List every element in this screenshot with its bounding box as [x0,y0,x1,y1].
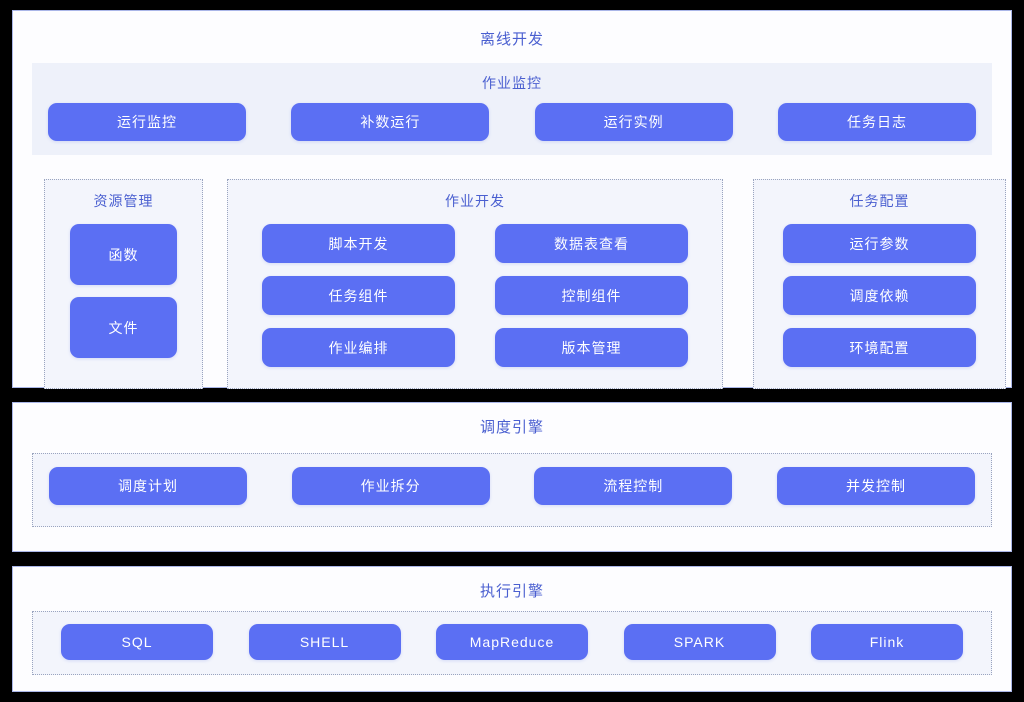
button-run-monitoring[interactable]: 运行监控 [48,103,246,141]
section-title-job-monitoring: 作业监控 [482,75,542,91]
button-backfill-run[interactable]: 补数运行 [291,103,490,141]
section-job-monitoring: 作业监控 运行监控 补数运行 运行实例 任务日志 [32,63,992,155]
scheduling-engine-container: 调度计划 作业拆分 流程控制 并发控制 [32,453,992,527]
button-script-development[interactable]: 脚本开发 [262,224,455,263]
execution-engine-button-row: SQL SHELL MapReduce SPARK Flink [33,624,991,660]
button-control-component[interactable]: 控制组件 [495,276,688,315]
button-shell[interactable]: SHELL [248,624,401,660]
job-monitoring-button-row: 运行监控 补数运行 运行实例 任务日志 [32,103,992,141]
panel-execution-engine: 执行引擎 SQL SHELL MapReduce SPARK Flink [12,566,1012,692]
section-task-configuration: 任务配置 运行参数 调度依赖 环境配置 [753,179,1006,389]
button-spark[interactable]: SPARK [623,624,776,660]
button-concurrency-control[interactable]: 并发控制 [776,467,975,505]
panel-title-offline-development: 离线开发 [479,31,544,48]
section-title-resource-management: 资源管理 [93,193,154,209]
button-flink[interactable]: Flink [811,624,963,660]
button-schedule-plan[interactable]: 调度计划 [49,467,247,505]
button-version-management[interactable]: 版本管理 [495,328,688,367]
execution-engine-container: SQL SHELL MapReduce SPARK Flink [32,611,992,675]
panel-title-execution-engine: 执行引擎 [479,583,544,600]
panel-offline-development: 离线开发 作业监控 运行监控 补数运行 运行实例 任务日志 资源管理 函数 文件… [12,10,1012,389]
button-flow-control[interactable]: 流程控制 [534,467,733,505]
button-file[interactable]: 文件 [70,297,177,358]
button-job-orchestration[interactable]: 作业编排 [262,328,455,367]
job-development-button-grid: 脚本开发 数据表查看 任务组件 控制组件 作业编排 版本管理 [228,224,722,367]
resource-management-button-stack: 函数 文件 [45,224,202,358]
button-environment-config[interactable]: 环境配置 [783,328,976,367]
panel-title-scheduling-engine: 调度引擎 [479,419,544,436]
section-job-development: 作业开发 脚本开发 数据表查看 任务组件 控制组件 作业编排 版本管理 [227,179,723,389]
button-job-split[interactable]: 作业拆分 [291,467,490,505]
section-resource-management: 资源管理 函数 文件 [44,179,203,389]
button-task-log[interactable]: 任务日志 [777,103,976,141]
button-schedule-dependency[interactable]: 调度依赖 [783,276,976,315]
button-run-instance[interactable]: 运行实例 [534,103,733,141]
button-function[interactable]: 函数 [70,224,177,285]
button-data-table-view[interactable]: 数据表查看 [495,224,688,263]
section-title-task-configuration: 任务配置 [849,193,910,209]
button-sql[interactable]: SQL [61,624,213,660]
scheduling-engine-button-row: 调度计划 作业拆分 流程控制 并发控制 [33,467,991,505]
section-title-job-development: 作业开发 [445,193,505,209]
panel-scheduling-engine: 调度引擎 调度计划 作业拆分 流程控制 并发控制 [12,402,1012,552]
button-mapreduce[interactable]: MapReduce [436,624,588,660]
button-run-parameters[interactable]: 运行参数 [783,224,976,263]
task-configuration-button-stack: 运行参数 调度依赖 环境配置 [754,224,1005,367]
button-task-component[interactable]: 任务组件 [262,276,455,315]
